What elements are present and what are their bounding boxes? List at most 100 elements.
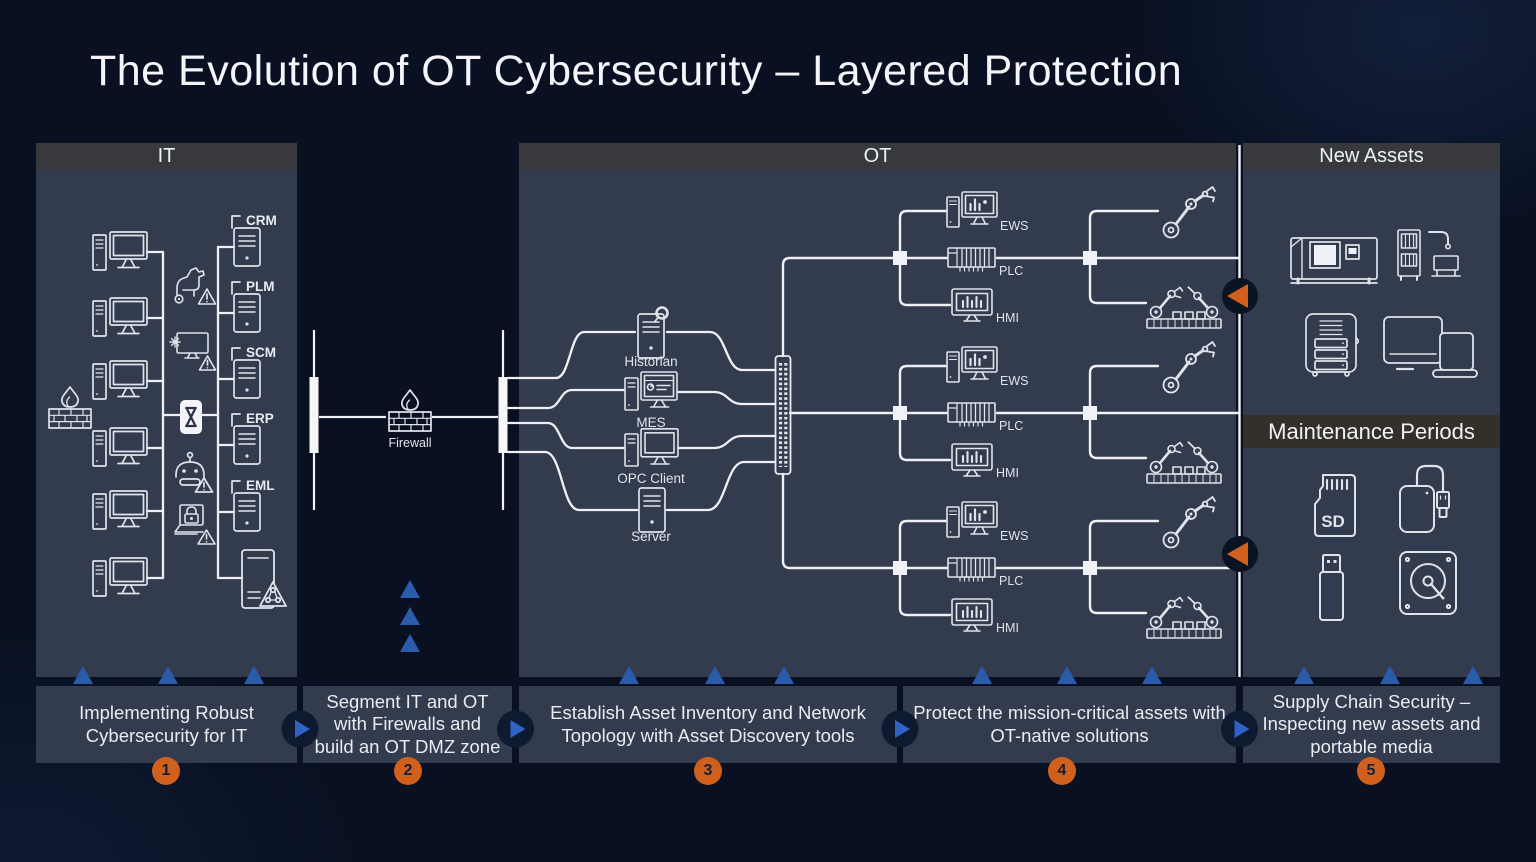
network-junction xyxy=(893,561,907,575)
attack-triangle-icon xyxy=(244,666,264,684)
hard-disk-icon xyxy=(1398,550,1458,616)
blocked-connection-icon xyxy=(178,398,204,436)
step-caption-5: Supply Chain Security – Inspecting new a… xyxy=(1243,686,1500,763)
ot-cell-1-lines xyxy=(898,209,1240,307)
step-number-5: 5 xyxy=(1366,762,1376,779)
attack-triangle-icon xyxy=(158,666,178,684)
plc-icon xyxy=(947,557,996,582)
ot-dmz-devices: Historian MES OPC Client Server xyxy=(506,308,792,544)
network-junction xyxy=(1083,561,1097,575)
attack-triangle-icon xyxy=(400,634,420,652)
assembly-line-icon xyxy=(1145,285,1223,330)
desktop-computer-icon xyxy=(92,360,148,400)
ot-cell-2-lines xyxy=(898,364,1240,462)
inspection-arrow-icon xyxy=(1222,536,1258,572)
ot-cell-3: EWS PLC HMI xyxy=(893,495,1240,640)
cnc-machine-icon xyxy=(1289,236,1379,285)
desktop-computer-icon xyxy=(92,297,148,337)
robot-arm-icon xyxy=(1162,185,1217,239)
desktop-computer-icon xyxy=(92,490,148,530)
erp-label: ERP xyxy=(246,411,274,426)
attack-triangle-icon xyxy=(400,607,420,625)
usb-stick-icon xyxy=(1319,554,1344,621)
attack-triangle-icon xyxy=(1294,666,1314,684)
robot-arm-icon xyxy=(1162,340,1217,394)
compromised-monitor-icon xyxy=(169,332,217,371)
robot-arm-icon xyxy=(1162,495,1217,549)
opc-client-workstation-icon xyxy=(624,427,679,467)
hmi-label: HMI xyxy=(996,466,1019,480)
step-number-1: 1 xyxy=(161,762,171,779)
next-step-arrow-icon xyxy=(281,710,319,748)
ot-cell-2: EWS PLC HMI xyxy=(893,340,1240,485)
page-title: The Evolution of OT Cybersecurity – Laye… xyxy=(90,47,1183,95)
it-network: CRM PLM SCM ERP EML xyxy=(48,213,287,609)
step-number-badge-2: 2 xyxy=(394,757,422,785)
ews-label: EWS xyxy=(1000,219,1028,233)
eml-label: EML xyxy=(246,478,275,493)
new-assets-panel-header: New Assets xyxy=(1243,143,1500,170)
desktop-computer-icon xyxy=(92,231,148,271)
bot-icon xyxy=(175,451,214,493)
dmz-barrier-right xyxy=(498,377,508,453)
server-label: Server xyxy=(631,529,671,544)
dmz-barrier-left xyxy=(309,377,319,453)
mes-label: MES xyxy=(636,415,665,430)
network-junction xyxy=(1083,251,1097,265)
new-assets-panel: New Assets xyxy=(1243,143,1500,677)
attack-triangles xyxy=(73,580,1483,684)
trojan-horse-icon xyxy=(174,267,217,305)
assembly-line-icon xyxy=(1145,440,1223,485)
attack-triangle-icon xyxy=(1057,666,1077,684)
hmi-icon xyxy=(950,287,994,323)
production-machine-icon xyxy=(1397,229,1461,281)
plm-label: PLM xyxy=(246,279,275,294)
ot-trunk-lines xyxy=(781,256,895,570)
network-junction xyxy=(893,251,907,265)
historian-server-icon xyxy=(638,308,668,359)
attack-triangle-icon xyxy=(972,666,992,684)
attack-triangle-icon xyxy=(73,666,93,684)
maintenance-periods-header: Maintenance Periods xyxy=(1243,415,1500,448)
plc-icon xyxy=(947,247,996,272)
step-number-badge-4: 4 xyxy=(1048,757,1076,785)
step-caption-1-text: Implementing Robust Cybersecurity for IT xyxy=(79,701,254,746)
step-number-4: 4 xyxy=(1057,762,1067,779)
it-panel-header: IT xyxy=(36,143,297,170)
step-number-badge-5: 5 xyxy=(1357,757,1385,785)
next-step-arrow-icon xyxy=(1221,710,1258,748)
step-caption-3: Establish Asset Inventory and Network To… xyxy=(519,686,897,763)
step-caption-1: Implementing Robust Cybersecurity for IT xyxy=(36,686,297,763)
ot-dmz-lines xyxy=(506,330,777,512)
hmi-label: HMI xyxy=(996,311,1019,325)
compromised-tower-server-icon xyxy=(241,549,287,609)
step-caption-2-text: Segment IT and OT with Firewalls and bui… xyxy=(314,690,501,757)
plc-label: PLC xyxy=(999,574,1023,588)
hmi-label: HMI xyxy=(996,621,1019,635)
step-caption-2: Segment IT and OT with Firewalls and bui… xyxy=(303,686,512,763)
hmi-icon xyxy=(950,597,994,633)
attack-triangle-icon xyxy=(1142,666,1162,684)
attack-triangle-icon xyxy=(1380,666,1400,684)
network-junction xyxy=(1083,406,1097,420)
dmz-barriers xyxy=(309,330,508,510)
assembly-line-icon xyxy=(1145,595,1223,640)
desktop-computer-icon xyxy=(92,557,148,597)
step-number-3: 3 xyxy=(703,762,713,779)
it-network-lines xyxy=(145,245,244,580)
ot-panel-header: OT xyxy=(519,143,1236,170)
plc-label: PLC xyxy=(999,264,1023,278)
ot-cell-3-lines xyxy=(898,519,1240,617)
step-caption-5-text: Supply Chain Security – Inspecting new a… xyxy=(1262,690,1481,757)
hmi-icon xyxy=(950,442,994,478)
network-junction xyxy=(893,406,907,420)
sd-card-label: SD xyxy=(1321,512,1345,531)
ot-cell-1: EWS PLC HMI xyxy=(893,185,1240,330)
step-number-2: 2 xyxy=(403,762,413,779)
ews-label: EWS xyxy=(1000,529,1028,543)
it-firewall-icon xyxy=(48,386,92,429)
next-step-arrow-icon xyxy=(881,710,919,748)
server-cabinet-icon xyxy=(1305,313,1360,377)
mes-workstation-icon xyxy=(624,371,678,411)
